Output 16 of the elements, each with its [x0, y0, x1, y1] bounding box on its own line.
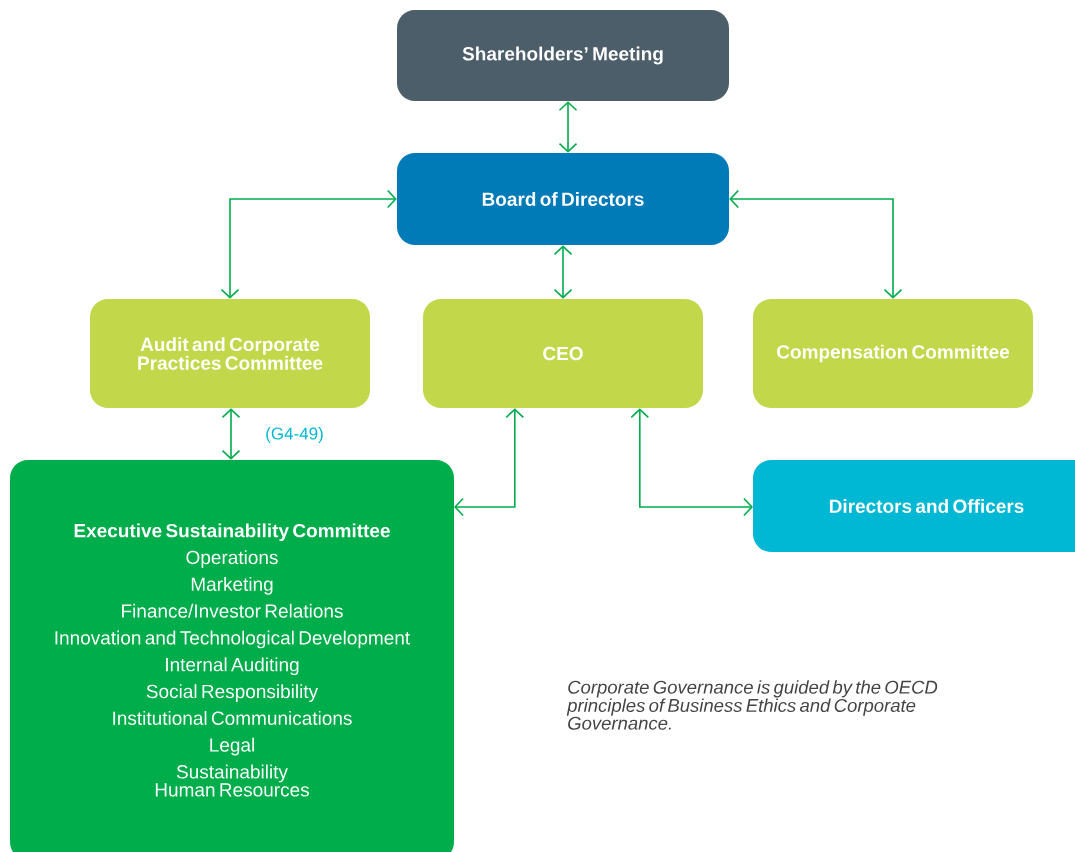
arrow: [221, 408, 241, 460]
committee-box: Executive Sustainability Committee Operations Marketing Finance/Investor Relations Innovation and Technological Development Internal Auditing Social Responsibility Institutional Communications Legal Sustainability Human Resources: [10, 460, 454, 852]
arrow: [630, 408, 753, 517]
officers-box: Directors and Officers: [753, 460, 1075, 552]
committee-box: Audit and Corporate Practices Committee: [90, 299, 370, 408]
arrow: [558, 101, 578, 153]
reference-code: (G4-49): [266, 427, 323, 443]
arrow: [220, 189, 397, 299]
ceo-box: CEO: [423, 299, 703, 408]
arrow: [454, 408, 525, 517]
note: Corporate Governance is guided by the OECD principles of Business Ethics and Corporate Governance.: [566, 680, 938, 730]
arrow: [729, 189, 903, 299]
arrow: [553, 245, 573, 299]
board-box: Board of Directors: [397, 153, 729, 245]
meeting-box: Shareholders’ Meeting: [397, 10, 729, 101]
committee-box: Compensation Committee: [753, 299, 1033, 408]
